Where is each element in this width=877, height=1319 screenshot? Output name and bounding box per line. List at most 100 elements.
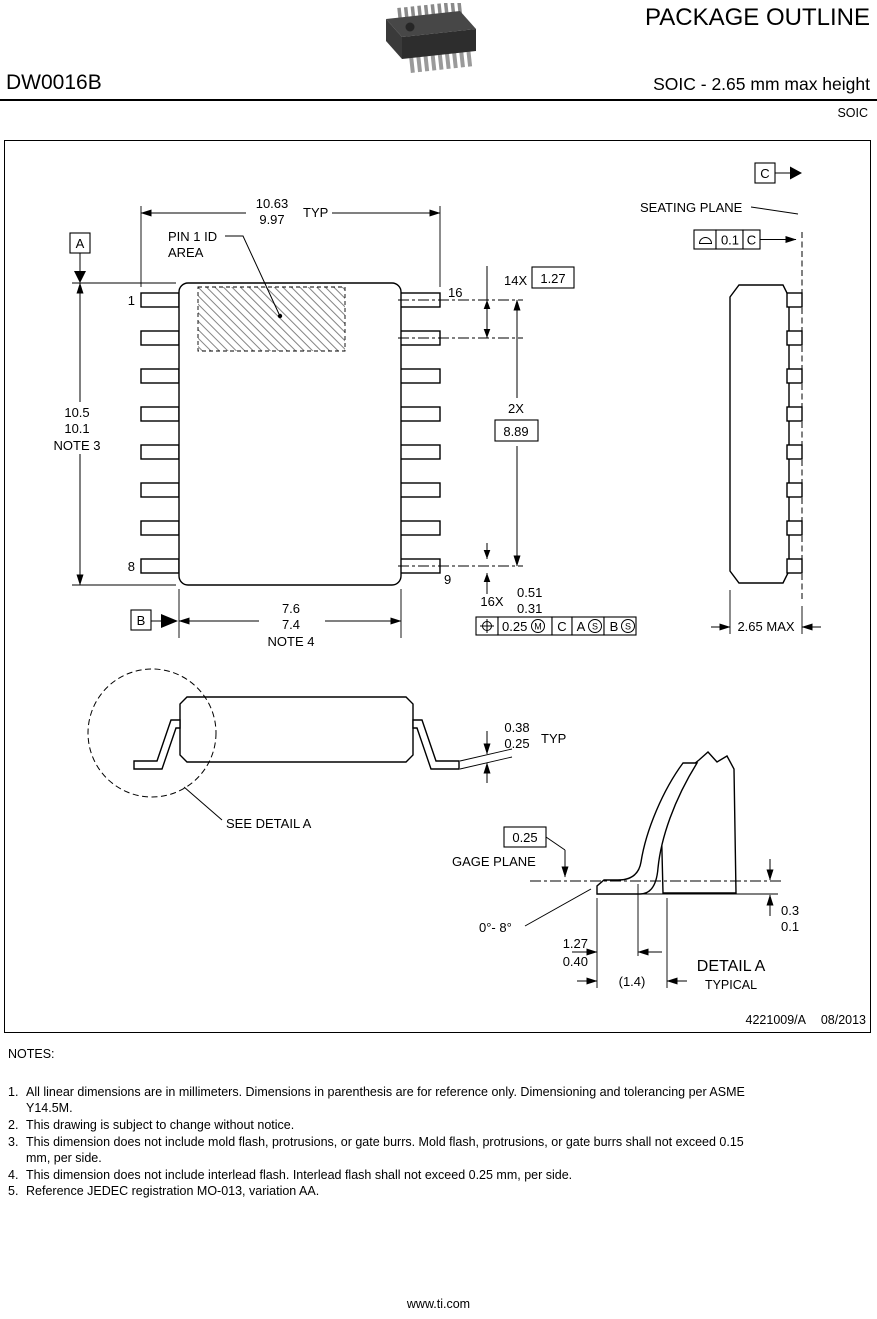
note-item: 5. Reference JEDEC registration MO-013, … <box>8 1183 778 1200</box>
flatness-tolerance: 0.1 <box>721 233 739 248</box>
datum-a-label: A <box>76 236 85 251</box>
pitch-value: 1.27 <box>540 271 565 286</box>
note-item: 1. All linear dimensions are in millimet… <box>8 1084 778 1117</box>
gullwing-lead-left <box>133 719 181 770</box>
note-item: 2. This drawing is subject to change wit… <box>8 1117 778 1134</box>
footer-url[interactable]: www.ti.com <box>406 1297 471 1311</box>
see-detail-label: SEE DETAIL A <box>226 816 312 831</box>
dim-height-max: 2.65 MAX <box>737 619 794 634</box>
datum-b-label: B <box>137 613 146 628</box>
package-subtitle: SOIC - 2.65 mm max height <box>653 74 870 94</box>
note-text: All linear dimensions are in millimeters… <box>26 1084 745 1116</box>
dim-length-max: 10.5 <box>64 405 89 420</box>
span2x-count: 2X <box>508 401 524 416</box>
dim-length-note: NOTE 3 <box>54 438 101 453</box>
drawing-frame: 10.63 9.97 TYP PIN 1 ID AREA A 10.5 <box>4 140 871 1033</box>
lead <box>786 558 803 574</box>
leader-line <box>524 888 592 927</box>
lead <box>786 520 803 536</box>
chip-front-face <box>402 29 476 59</box>
foot-length-max: 1.27 <box>563 936 588 951</box>
chip-back-pins <box>397 3 465 22</box>
datum-triangle <box>74 271 86 283</box>
lead <box>399 444 441 460</box>
profile-view: SEE DETAIL A 0.38 0.25 TYP <box>87 668 566 831</box>
lead-thickness-typ: TYP <box>541 731 566 746</box>
datum-triangle <box>161 614 178 628</box>
dim-length-min: 10.1 <box>64 421 89 436</box>
datum-triangle <box>790 166 802 180</box>
pin-number-1: 1 <box>128 293 135 308</box>
lead-width-max: 0.51 <box>517 585 542 600</box>
position-tolerance-icon <box>480 619 494 633</box>
span2x-value: 8.89 <box>503 424 528 439</box>
lead <box>140 368 180 384</box>
pin-number-16: 16 <box>448 285 462 300</box>
lead <box>140 482 180 498</box>
seating-plane-label: SEATING PLANE <box>640 200 743 215</box>
lead <box>140 520 180 536</box>
datum-b-box <box>130 609 152 631</box>
dim-body-min: 7.4 <box>282 617 300 632</box>
soic-package-image <box>386 3 476 73</box>
arrowhead <box>483 573 491 582</box>
note-text: This dimension does not include interlea… <box>26 1167 573 1182</box>
text-mask <box>259 599 325 650</box>
fcf-cell <box>693 229 717 250</box>
foot-length-min: 0.40 <box>563 954 588 969</box>
fcf-datum3: B <box>610 619 619 634</box>
text-mask <box>246 195 332 228</box>
fcf-datum2: A <box>577 619 586 634</box>
profile-surface-icon <box>698 237 713 244</box>
pin1-id-label: AREA <box>168 245 204 260</box>
pin-number-9: 9 <box>444 572 451 587</box>
lead <box>140 444 180 460</box>
fcf-cell <box>603 616 637 636</box>
flatness-datum: C <box>747 233 756 248</box>
lead <box>786 330 803 346</box>
lead <box>140 558 180 574</box>
lead <box>786 482 803 498</box>
package-body-side <box>729 284 790 584</box>
leader-line <box>225 235 280 315</box>
fcf-tolerance: 0.25 <box>502 619 527 634</box>
notes-section: NOTES: 1. All linear dimensions are in m… <box>8 1046 808 1200</box>
lead <box>399 482 441 498</box>
enlarged-lead <box>596 762 699 895</box>
side-view: C SEATING PLANE 0.1 C <box>640 162 821 634</box>
lead <box>399 406 441 422</box>
lead <box>399 368 441 384</box>
note-number: 4. <box>8 1167 19 1182</box>
dim-span-min: 9.97 <box>259 212 284 227</box>
lead <box>140 292 180 308</box>
leader-line <box>750 206 799 215</box>
notes-title: NOTES: <box>8 1047 55 1061</box>
standoff-min: 0.1 <box>781 919 799 934</box>
technical-drawing: 10.63 9.97 TYP PIN 1 ID AREA A 10.5 <box>47 162 866 1027</box>
header-divider <box>0 99 877 101</box>
gage-plane-label: GAGE PLANE <box>452 854 536 869</box>
lead <box>786 292 803 308</box>
leader-dot <box>277 313 283 319</box>
datum-c-label: C <box>760 166 769 181</box>
arrowhead <box>483 550 491 559</box>
body-break-edge <box>660 751 737 894</box>
detail-a-subtitle: TYPICAL <box>705 978 757 992</box>
dim-span-max: 10.63 <box>256 196 289 211</box>
fcf-datum1: C <box>557 619 566 634</box>
flatness-tolerance-frame: 0.1 C <box>693 229 761 250</box>
chip-left-face <box>386 19 402 59</box>
rfs-modifier-icon <box>621 619 635 633</box>
dim-span-typ: TYP <box>303 205 328 220</box>
basic-dim-box <box>531 266 575 289</box>
chip-front-pins <box>409 50 475 73</box>
detail-callout-circle <box>87 668 217 798</box>
note-item: 3. This dimension does not include mold … <box>8 1134 778 1167</box>
detail-a-title: DETAIL A <box>697 958 766 975</box>
lead-count: 16X <box>480 594 503 609</box>
rfs-modifier-icon <box>588 619 602 633</box>
part-number: DW0016B <box>6 71 102 94</box>
lead <box>786 406 803 422</box>
note-text: This drawing is subject to change withou… <box>26 1117 295 1132</box>
gullwing-lead-right <box>412 719 460 770</box>
